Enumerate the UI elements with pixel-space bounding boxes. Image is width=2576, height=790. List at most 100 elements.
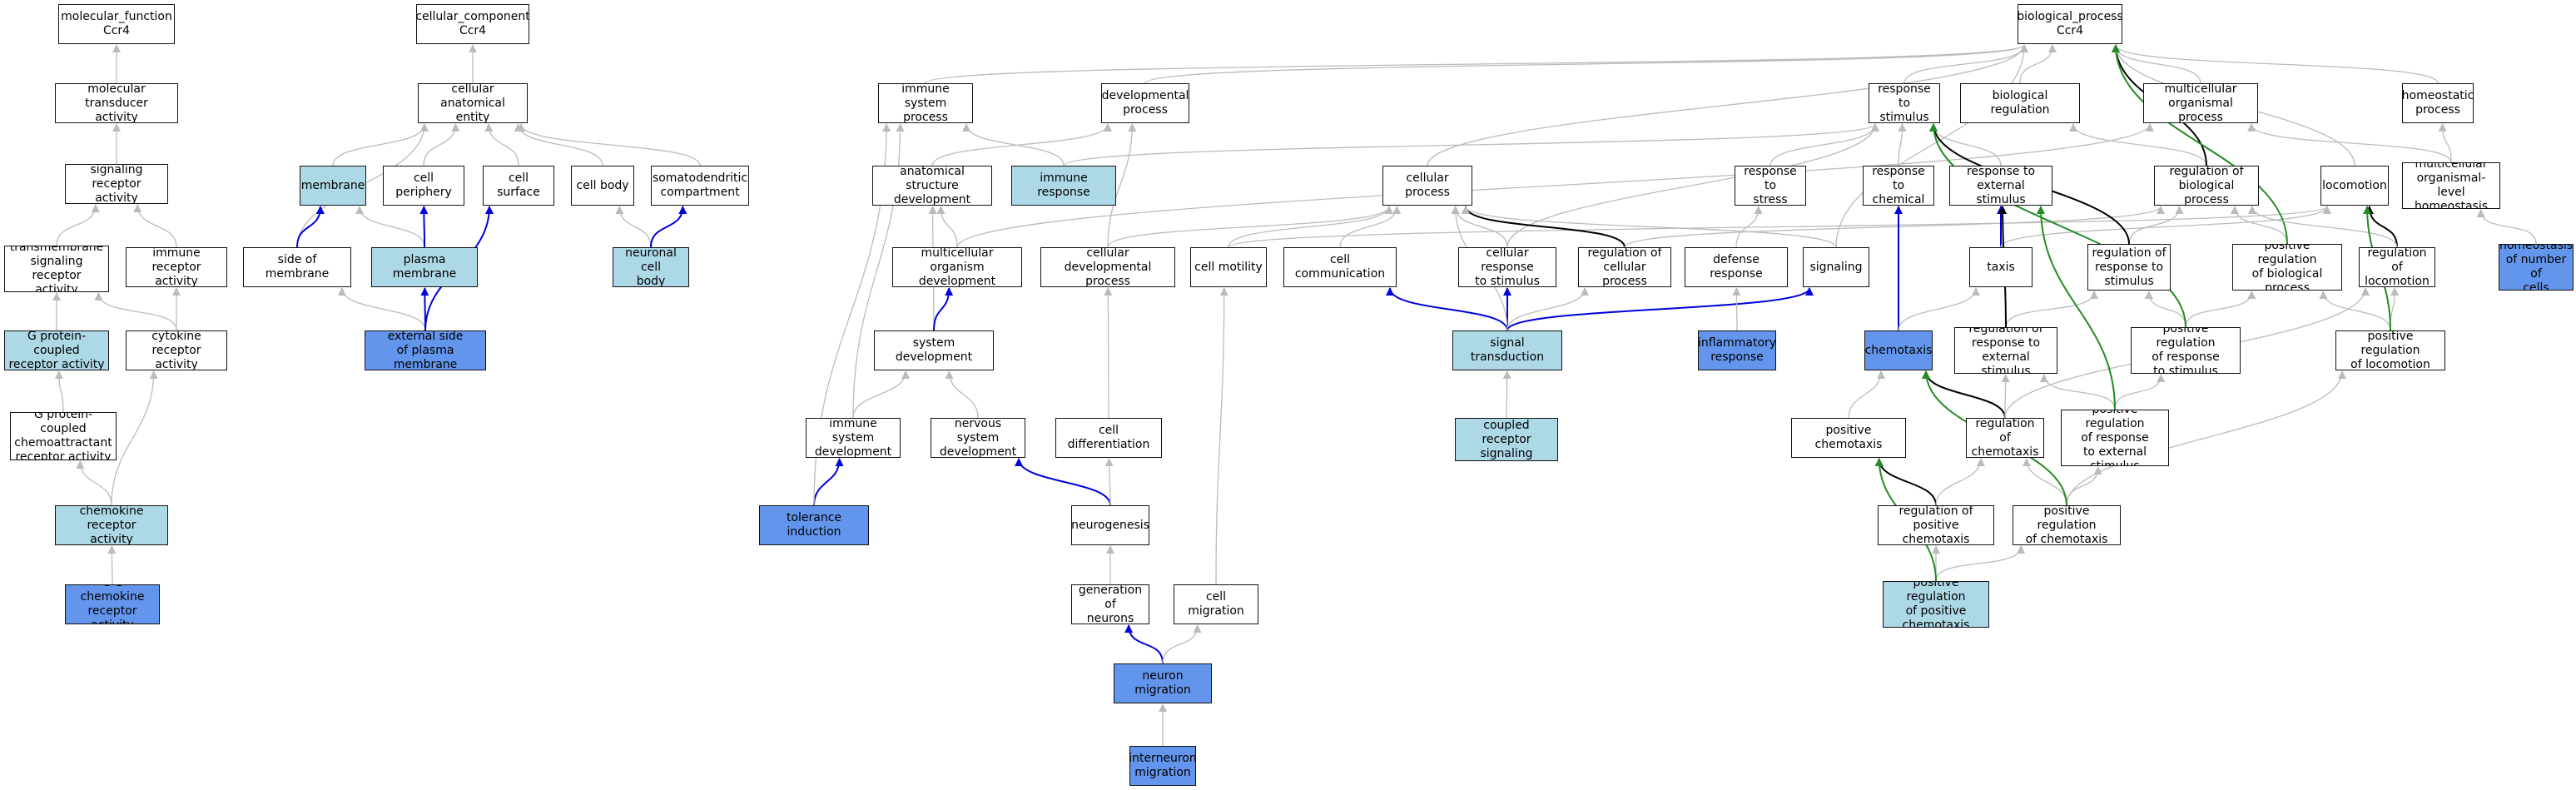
edge-gpc-chemoattractant-to-gpcr-activity [54, 370, 64, 413]
node-cytokine-receptor-activity: cytokine receptor activity [126, 330, 227, 370]
node-immune-receptor-activity: immune receptor activity [126, 247, 227, 287]
node-biological-process-root: biological_process Ccr4 [2018, 4, 2122, 44]
edge-pos-reg-response-stim-to-response-to-stimulus [1929, 123, 2186, 328]
node-regulation-of-locomotion: regulation of locomotion [2359, 247, 2435, 287]
edge-anat-struct-dev-to-developmental-process [931, 123, 1112, 166]
node-cellular-developmental-process: cellular developmental process [1040, 247, 1175, 287]
node-regulation-of-response-to-stimulus: regulation of response to stimulus [2087, 244, 2171, 291]
node-membrane: membrane [300, 166, 366, 206]
node-inflammatory-response: inflammatory response [1698, 330, 1776, 370]
edge-side-of-membrane-to-membrane [296, 206, 325, 248]
node-g-protein-coupled-receptor-signaling-pathway: G protein-coupled receptor signaling pat… [1455, 418, 1558, 461]
edge-cell-motility-to-cellular-process [1228, 206, 1393, 248]
node-cellular-process: cellular process [1382, 166, 1472, 206]
edge-external-side-pm-to-side-of-membrane [337, 287, 426, 331]
node-neurogenesis: neurogenesis [1071, 505, 1149, 545]
edge-reg-response-ext-stim-to-reg-response-stim [2005, 291, 2098, 328]
edge-pos-reg-response-ext-to-reg-response-ext-stim [2039, 374, 2116, 410]
edge-multicell-org-dev-to-anat-struct-dev [936, 206, 958, 248]
node-homeostasis-of-number-of-cells: homeostasis of number of cells [2499, 244, 2574, 291]
edge-immune-response-to-immune-system-process [962, 123, 1065, 166]
edge-pos-reg-chemotaxis-to-pos-reg-response-ext [2066, 466, 2102, 506]
edge-signal-transduction-to-cell-communication [1386, 287, 1508, 331]
node-response-to-stimulus: response to stimulus [1869, 83, 1940, 123]
node-molecular-transducer-activity: molecular transducer activity [55, 83, 178, 123]
edge-multicell-org-homeostasis-to-homeostatic-process [2438, 123, 2452, 163]
node-cell-communication: cell communication [1283, 247, 1397, 287]
edge-inflammatory-response-to-defense-response [1732, 287, 1741, 331]
node-cell-periphery: cell periphery [383, 166, 464, 206]
edge-reg-cellular-process-to-cellular-process [1462, 206, 1626, 248]
node-response-to-chemical: response to chemical [1863, 166, 1934, 206]
node-positive-regulation-of-positive-chemotaxis: positive regulation of positive chemotax… [1883, 581, 1989, 628]
node-locomotion: locomotion [2320, 166, 2389, 206]
edge-pos-reg-response-stim-to-pos-reg-bio-process [2185, 291, 2256, 328]
node-generation-of-neurons: generation of neurons [1071, 584, 1149, 624]
node-neuronal-cell-body: neuronal cell body [613, 247, 689, 287]
node-regulation-of-response-to-external-stimulus: regulation of response to external stimu… [1954, 327, 2057, 374]
edge-pos-reg-response-ext-to-pos-reg-response-stim [2114, 374, 2166, 410]
node-immune-response: immune response [1011, 166, 1116, 206]
edge-cell-surface-to-cell-anat-entity [484, 123, 519, 166]
node-anatomical-structure-development: anatomical structure development [872, 166, 992, 206]
edge-immune-receptor-to-signaling-receptor [133, 204, 177, 248]
edge-membrane-to-cell-anat-entity [332, 123, 429, 166]
node-positive-regulation-of-response-to-stimulus: positive regulation of response to stimu… [2131, 327, 2241, 374]
node-cell-motility: cell motility [1190, 247, 1267, 287]
edge-reg-pos-chemotaxis-to-positive-chemotaxis [1874, 458, 1937, 506]
node-multicellular-organism-development: multicellular organism development [892, 247, 1022, 287]
node-interneuron-migration: interneuron migration [1129, 746, 1196, 786]
node-cellular-component-root: cellular_component Ccr4 [416, 4, 529, 44]
node-biological-regulation: biological regulation [1960, 83, 2080, 123]
node-cell-migration: cell migration [1174, 584, 1258, 624]
node-cell-body: cell body [571, 166, 634, 206]
edge-pos-reg-response-ext-to-response-ext-stim [2036, 206, 2116, 410]
edge-reg-pos-chemotaxis-to-reg-chemotaxis [1935, 458, 1985, 506]
edge-taxis-to-locomotion [2000, 206, 2331, 248]
edge-defense-response-to-response-to-stress [1735, 206, 1763, 248]
node-g-protein-coupled-receptor-activity: G protein-coupled receptor activity [4, 330, 109, 370]
edge-signaling-to-bp-root [1835, 44, 2028, 248]
edge-reg-cellular-process-to-reg-bio-process [1624, 206, 2165, 248]
node-cell-surface: cell surface [483, 166, 554, 206]
node-cc-chemokine-receptor-activity: C-C chemokine receptor activity [65, 584, 160, 624]
edge-response-to-chemical-to-response-to-stimulus [1898, 123, 1907, 166]
edge-cytokine-receptor-to-transmembrane-receptor [94, 292, 177, 331]
edge-plasma-membrane-to-membrane [355, 206, 425, 248]
node-immune-system-development: immune system development [806, 418, 901, 458]
edge-cell-migration-to-cell-motility [1215, 287, 1228, 585]
edge-pos-reg-locomotion-to-pos-reg-bio-process [2319, 291, 2391, 331]
node-response-to-stress: response to stress [1735, 166, 1806, 206]
edge-cell-periphery-to-cell-anat-entity [423, 123, 460, 166]
node-multicellular-organismal-level-homeostasis: multicellular organismal-level homeostas… [2402, 162, 2500, 209]
node-regulation-of-cellular-process: regulation of cellular process [1578, 247, 1671, 287]
node-signal-transduction: signal transduction [1452, 330, 1562, 370]
edge-developmental-process-to-bp-root [1144, 44, 2028, 84]
node-external-side-of-plasma-membrane: external side of plasma membrane [365, 330, 486, 370]
node-chemotaxis: chemotaxis [1864, 330, 1933, 370]
node-positive-regulation-of-response-to-external-stimulus: positive regulation of response to exter… [2061, 410, 2169, 466]
edge-pos-reg-response-stim-to-reg-response-stim [2144, 291, 2186, 328]
node-positive-regulation-of-locomotion: positive regulation of locomotion [2335, 330, 2445, 370]
node-response-to-external-stimulus: response to external stimulus [1949, 166, 2052, 206]
edge-homeostasis-cells-to-multicell-org-homeostasis [2476, 209, 2537, 245]
node-positive-chemotaxis: positive chemotaxis [1791, 418, 1906, 458]
node-side-of-membrane: side of membrane [243, 247, 351, 287]
node-multicellular-organismal-process: multicellular organismal process [2143, 83, 2258, 123]
edge-reg-chemotaxis-to-chemotaxis [1922, 370, 2006, 419]
node-cellular-response-to-stimulus: cellular response to stimulus [1458, 247, 1556, 287]
edge-chemokine-receptor-to-gpc-chemoattractant [76, 460, 112, 506]
edge-homeostatic-process-to-bp-root [2112, 44, 2439, 84]
edge-gpcr-pathway-to-signal-transduction [1502, 370, 1511, 419]
edge-signaling-to-cellular-process [1462, 206, 1837, 248]
node-g-protein-coupled-chemoattractant-receptor-activity: G protein-coupled chemoattractant recept… [10, 412, 117, 460]
node-chemokine-receptor-activity: chemokine receptor activity [55, 505, 168, 545]
edge-cellular-response-stim-to-response-to-stimulus [1506, 123, 1879, 248]
node-immune-system-process: immune system process [878, 83, 973, 123]
edge-biological-regulation-to-bp-root [2019, 44, 2057, 84]
edge-positive-chemotaxis-to-chemotaxis [1848, 370, 1885, 419]
edge-neuronal-cell-body-to-cell-body [615, 206, 652, 248]
edge-neuron-migration-to-generation-of-neurons [1124, 624, 1164, 664]
edge-cell-communication-to-cellular-process [1339, 206, 1402, 248]
node-system-development: system development [874, 330, 994, 370]
